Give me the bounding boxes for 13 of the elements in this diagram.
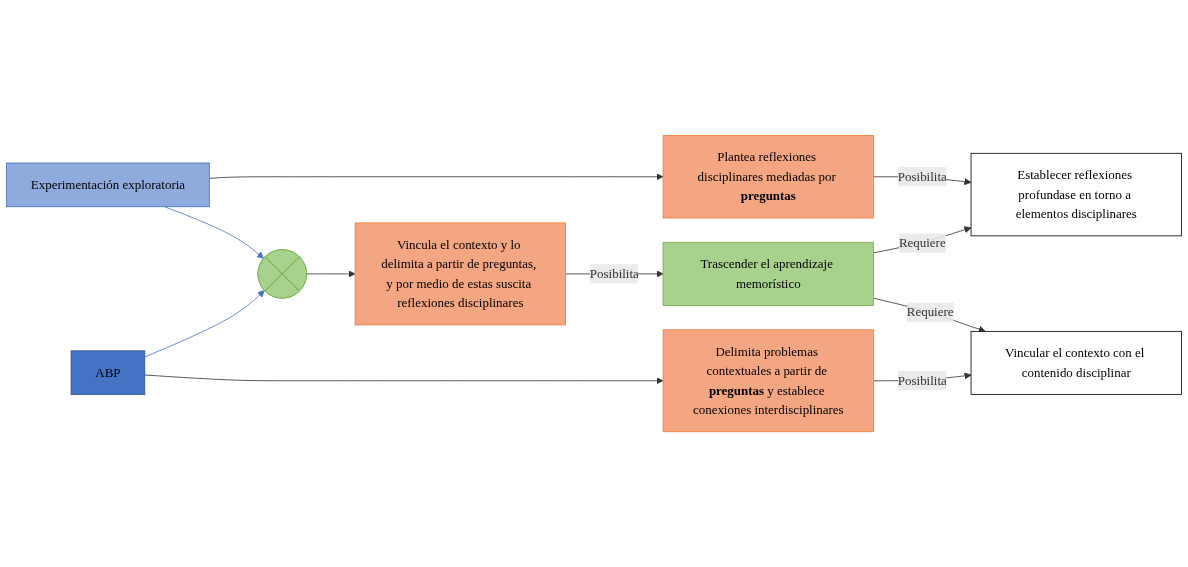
edge-label: Requiere [906, 304, 954, 319]
node-box: Plantea reflexiones disciplinares mediadas por preguntas [662, 134, 874, 219]
node-box: Experimentación exploratoria [6, 162, 210, 207]
node-box: ABP [70, 350, 146, 395]
edge-label: Posibilita [897, 373, 947, 388]
edge-label: Requiere [898, 235, 946, 250]
node-box: Delimita problemas contextuales a partir de preguntas y establece conexiones interdisciplinares [662, 329, 874, 433]
edge-label: Posibilita [897, 169, 947, 184]
node-box: Trascender el aprendizaje memorístico [662, 241, 874, 306]
node-box: Vincular el contexto con el contenido disciplinar [970, 330, 1182, 395]
edge-label: Posibilita [589, 266, 639, 281]
node-box: Establecer reflexiones profundase en torno a elementos disciplinares [970, 152, 1182, 237]
node-box: Vincula el contexto y lo delimita a partir de preguntas, y por medio de estas suscita reflexiones disciplinares [354, 222, 566, 326]
